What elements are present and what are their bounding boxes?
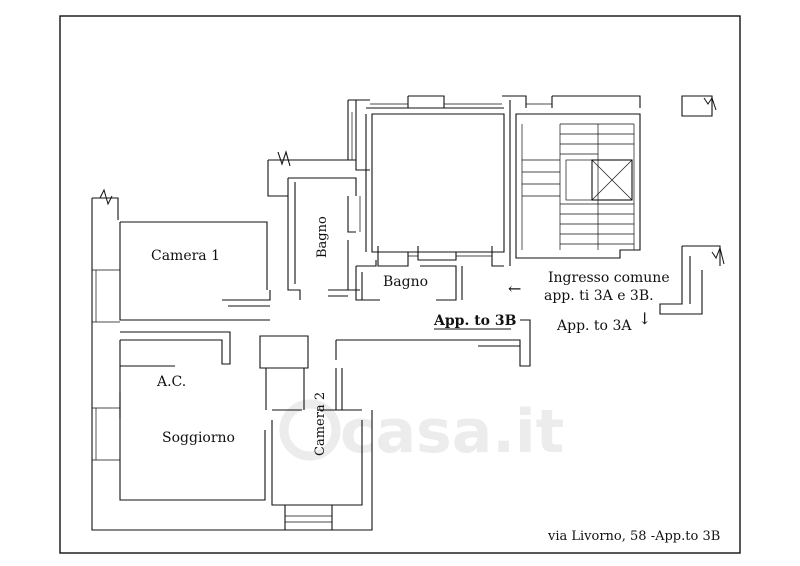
west-wing-walls [91,188,531,531]
ingresso-label-line1: Ingresso comune [548,270,670,286]
app-3b-label: App. to 3B [433,313,517,329]
room-labels: Camera 1 Bagno Bagno A.C. Soggiorno Came… [151,216,428,456]
ingresso-label-line2: app. ti 3A e 3B. [544,288,654,304]
address-label: via Livorno, 58 -App.to 3B [547,529,720,544]
east-walls [659,95,725,315]
app-3a-label: App. to 3A [556,318,632,334]
room-label-bagno: Bagno [383,274,428,290]
room-label-bagno-vertical: Bagno [315,216,330,258]
watermark: casa.it [279,397,564,467]
room-label-camera-1: Camera 1 [151,248,220,264]
annotation-labels: Ingresso comune app. ti 3A e 3B. ← App. … [433,270,720,544]
arrow-down-icon: ↓ [638,309,651,328]
room-label-soggiorno: Soggiorno [162,430,235,446]
wall-break-mark [99,188,113,206]
watermark-text: casa.it [340,397,564,467]
room-label-ac: A.C. [156,374,186,390]
arrow-left-icon: ← [508,279,521,298]
room-label-camera-2: Camera 2 [313,392,328,456]
watermark-logo-icon [279,399,341,461]
wall-break-mark [703,96,717,111]
central-walls [267,95,641,301]
plan-frame [59,15,741,554]
staircase [515,113,641,259]
wall-break-mark [711,246,725,265]
